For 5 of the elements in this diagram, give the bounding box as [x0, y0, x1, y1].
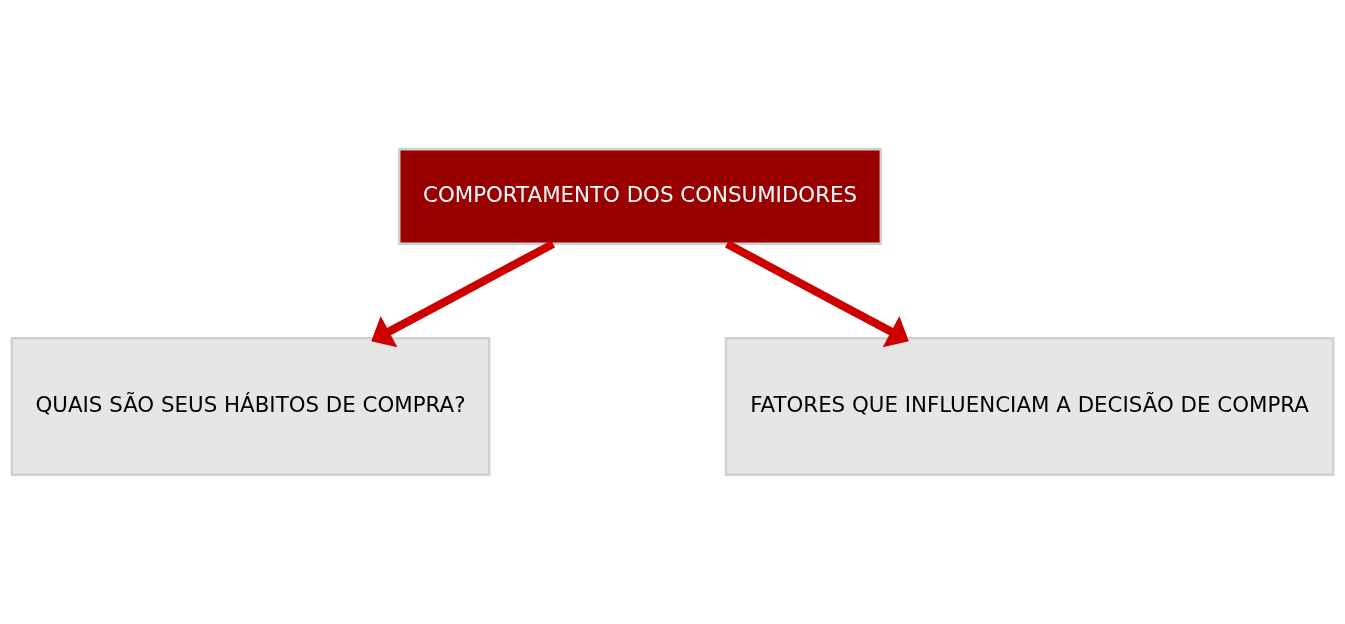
node-box: COMPORTAMENTO DOS CONSUMIDORES — [398, 148, 883, 246]
node-box: FATORES QUE INFLUENCIAM A DECISÃO DE COMPRA — [724, 337, 1335, 476]
arrow — [371, 240, 556, 348]
node-box: QUAIS SÃO SEUS HÁBITOS DE COMPRA? — [10, 337, 491, 476]
arrow — [725, 240, 909, 348]
